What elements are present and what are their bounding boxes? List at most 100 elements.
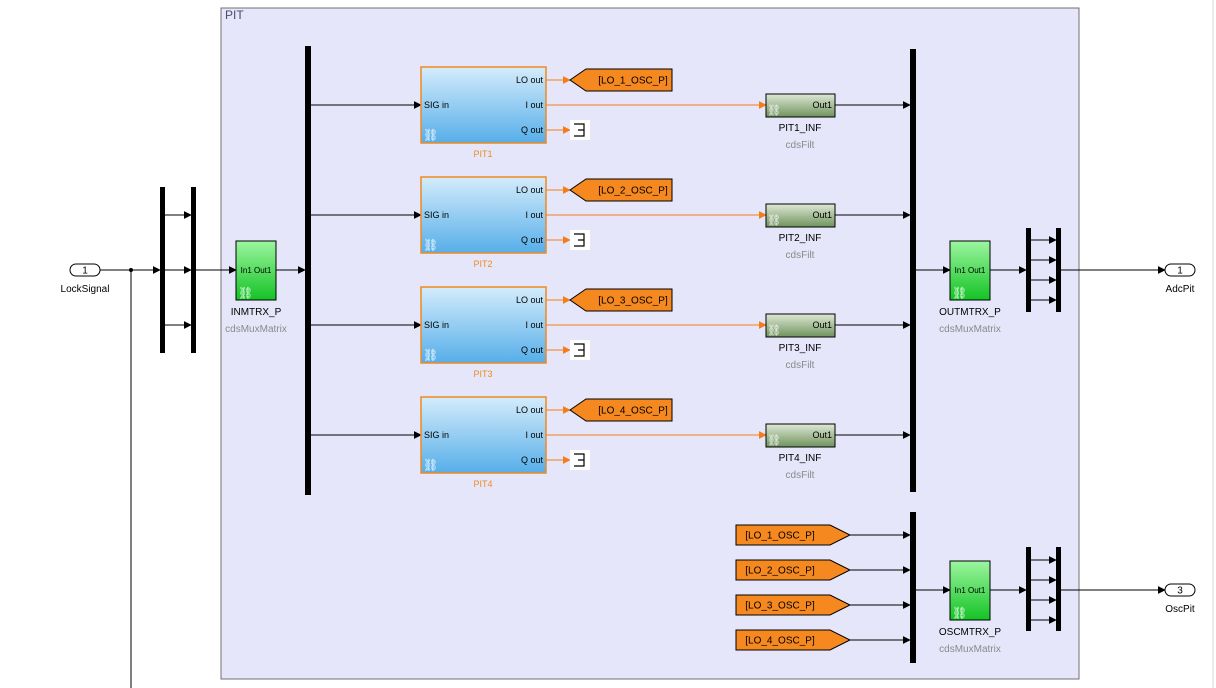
port-sig-in: SIG in [424,430,449,440]
port-out: I out [525,320,543,330]
out-demux-bar[interactable] [1026,228,1031,312]
goto-tag[interactable]: [LO_2_OSC_P] [569,178,673,202]
inport-number: 1 [82,266,88,277]
from-tag[interactable]: [LO_3_OSC_P] [735,594,852,616]
port-out: Q out [521,125,544,135]
outmtrx-ports: In1 Out1 [955,266,986,275]
inmtrx-block[interactable]: In1 Out1 ⛓ INMTRX_P cdsMuxMatrix [225,240,287,335]
filter-bank-name: PIT2 [473,259,492,269]
out-mux-bar[interactable] [1056,228,1061,312]
from-label: [LO_4_OSC_P] [745,636,815,647]
filter-port: Out1 [812,100,832,110]
inmtrx-name: INMTRX_P [231,307,282,318]
osc-mux-bar[interactable] [910,512,916,663]
port-out: Q out [521,345,544,355]
inport-lock-signal[interactable]: 1 LockSignal [61,263,110,295]
goto-label: [LO_1_OSC_P] [598,76,668,87]
link-icon: ⛓ [423,128,438,142]
link-icon: ⛓ [952,286,967,300]
outport-number: 1 [1177,266,1183,277]
link-icon: ⛓ [767,214,781,227]
oscmtrx-ports: In1 Out1 [955,586,986,595]
port-out: LO out [516,185,544,195]
filter-block[interactable]: Out1 ⛓ PIT2_INF cdsFilt [765,203,836,261]
link-icon: ⛓ [238,286,253,300]
link-icon: ⛓ [423,238,438,252]
port-sig-in: SIG in [424,320,449,330]
link-icon: ⛓ [767,434,781,447]
oscmtrx-block[interactable]: In1 Out1 ⛓ OSCMTRX_P cdsMuxMatrix [939,560,1002,655]
port-out: Q out [521,235,544,245]
port-out: I out [525,210,543,220]
outport-name: AdcPit [1166,284,1195,295]
inport-name: LockSignal [61,284,110,295]
outmtrx-block[interactable]: In1 Out1 ⛓ OUTMTRX_P cdsMuxMatrix [939,240,1001,335]
inmtrx-ports: In1 Out1 [241,266,272,275]
inmtrx-library: cdsMuxMatrix [225,324,287,335]
goto-label: [LO_3_OSC_P] [598,296,668,307]
demux-bar-main[interactable] [305,46,311,495]
filter-name: PIT2_INF [779,233,822,244]
filter-port: Out1 [812,430,832,440]
mux-bar-out[interactable] [910,49,916,492]
mux-bar[interactable] [191,187,196,353]
osc-demux-bar[interactable] [1026,547,1031,631]
port-out: I out [525,430,543,440]
outport-adcpit[interactable]: 1 AdcPit [1164,263,1196,295]
filter-name: PIT4_INF [779,453,822,464]
goto-tag[interactable]: [LO_4_OSC_P] [569,398,673,422]
outport-name: OscPit [1165,604,1195,615]
oscmtrx-library: cdsMuxMatrix [939,644,1001,655]
filter-block[interactable]: Out1 ⛓ PIT3_INF cdsFilt [765,313,836,371]
oscmtrx-name: OSCMTRX_P [939,627,1002,638]
demux-bar[interactable] [160,187,165,353]
subsystem-pit[interactable] [220,7,1080,680]
osc-out-mux-bar[interactable] [1056,547,1061,631]
link-icon: ⛓ [767,324,781,337]
from-tag[interactable]: [LO_2_OSC_P] [735,559,852,581]
outport-oscpit[interactable]: 3 OscPit [1164,583,1196,615]
filter-block[interactable]: Out1 ⛓ PIT4_INF cdsFilt [765,423,836,481]
subsystem-label: PIT [225,8,244,22]
filter-library: cdsFilt [786,470,815,481]
goto-label: [LO_4_OSC_P] [598,406,668,417]
filter-library: cdsFilt [786,360,815,371]
filter-port: Out1 [812,320,832,330]
goto-tag[interactable]: [LO_3_OSC_P] [569,288,673,312]
filter-bank-name: PIT3 [473,369,492,379]
goto-tag[interactable]: [LO_1_OSC_P] [569,68,673,92]
filter-library: cdsFilt [786,250,815,261]
from-label: [LO_3_OSC_P] [745,601,815,612]
link-icon: ⛓ [423,458,438,472]
terminator-icon[interactable] [570,450,590,470]
filter-port: Out1 [812,210,832,220]
link-icon: ⛓ [767,104,781,117]
outmtrx-library: cdsMuxMatrix [939,324,1001,335]
filter-name: PIT3_INF [779,343,822,354]
filter-bank-name: PIT4 [473,479,492,489]
goto-label: [LO_2_OSC_P] [598,186,668,197]
terminator-icon[interactable] [570,340,590,360]
outmtrx-name: OUTMTRX_P [939,307,1001,318]
from-tag[interactable]: [LO_1_OSC_P] [735,524,852,546]
filter-bank-name: PIT1 [473,149,492,159]
from-tag[interactable]: [LO_4_OSC_P] [735,629,852,651]
outport-number: 3 [1177,586,1183,597]
from-label: [LO_1_OSC_P] [745,531,815,542]
terminator-icon[interactable] [570,230,590,250]
port-out: LO out [516,405,544,415]
port-out: I out [525,100,543,110]
link-icon: ⛓ [952,606,967,620]
terminator-icon[interactable] [570,120,590,140]
port-out: LO out [516,75,544,85]
